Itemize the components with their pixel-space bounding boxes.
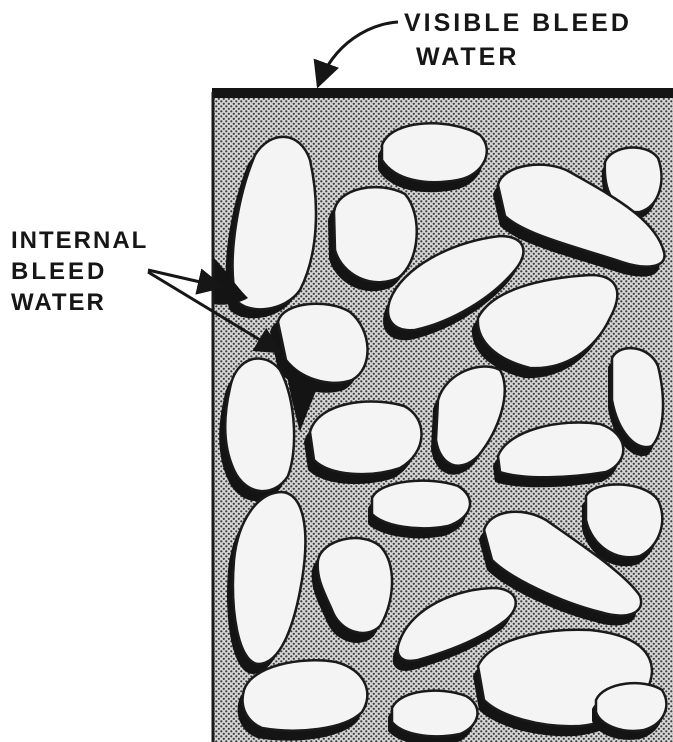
visible-bleed-label-line2: WATER [416, 45, 519, 70]
aggregate-stone [378, 123, 487, 192]
aggregate-stone [388, 691, 477, 742]
visible-bleed-arrow [318, 22, 398, 86]
visible-bleed-water-layer [212, 88, 673, 98]
internal-bleed-label-line2: BLEED [11, 260, 107, 284]
internal-bleed-label-line1: INTERNAL [11, 229, 148, 253]
visible-bleed-label-line1: VISIBLE BLEED [404, 11, 632, 36]
aggregate-stone [368, 481, 470, 539]
internal-bleed-label-line3: WATER [11, 291, 106, 315]
